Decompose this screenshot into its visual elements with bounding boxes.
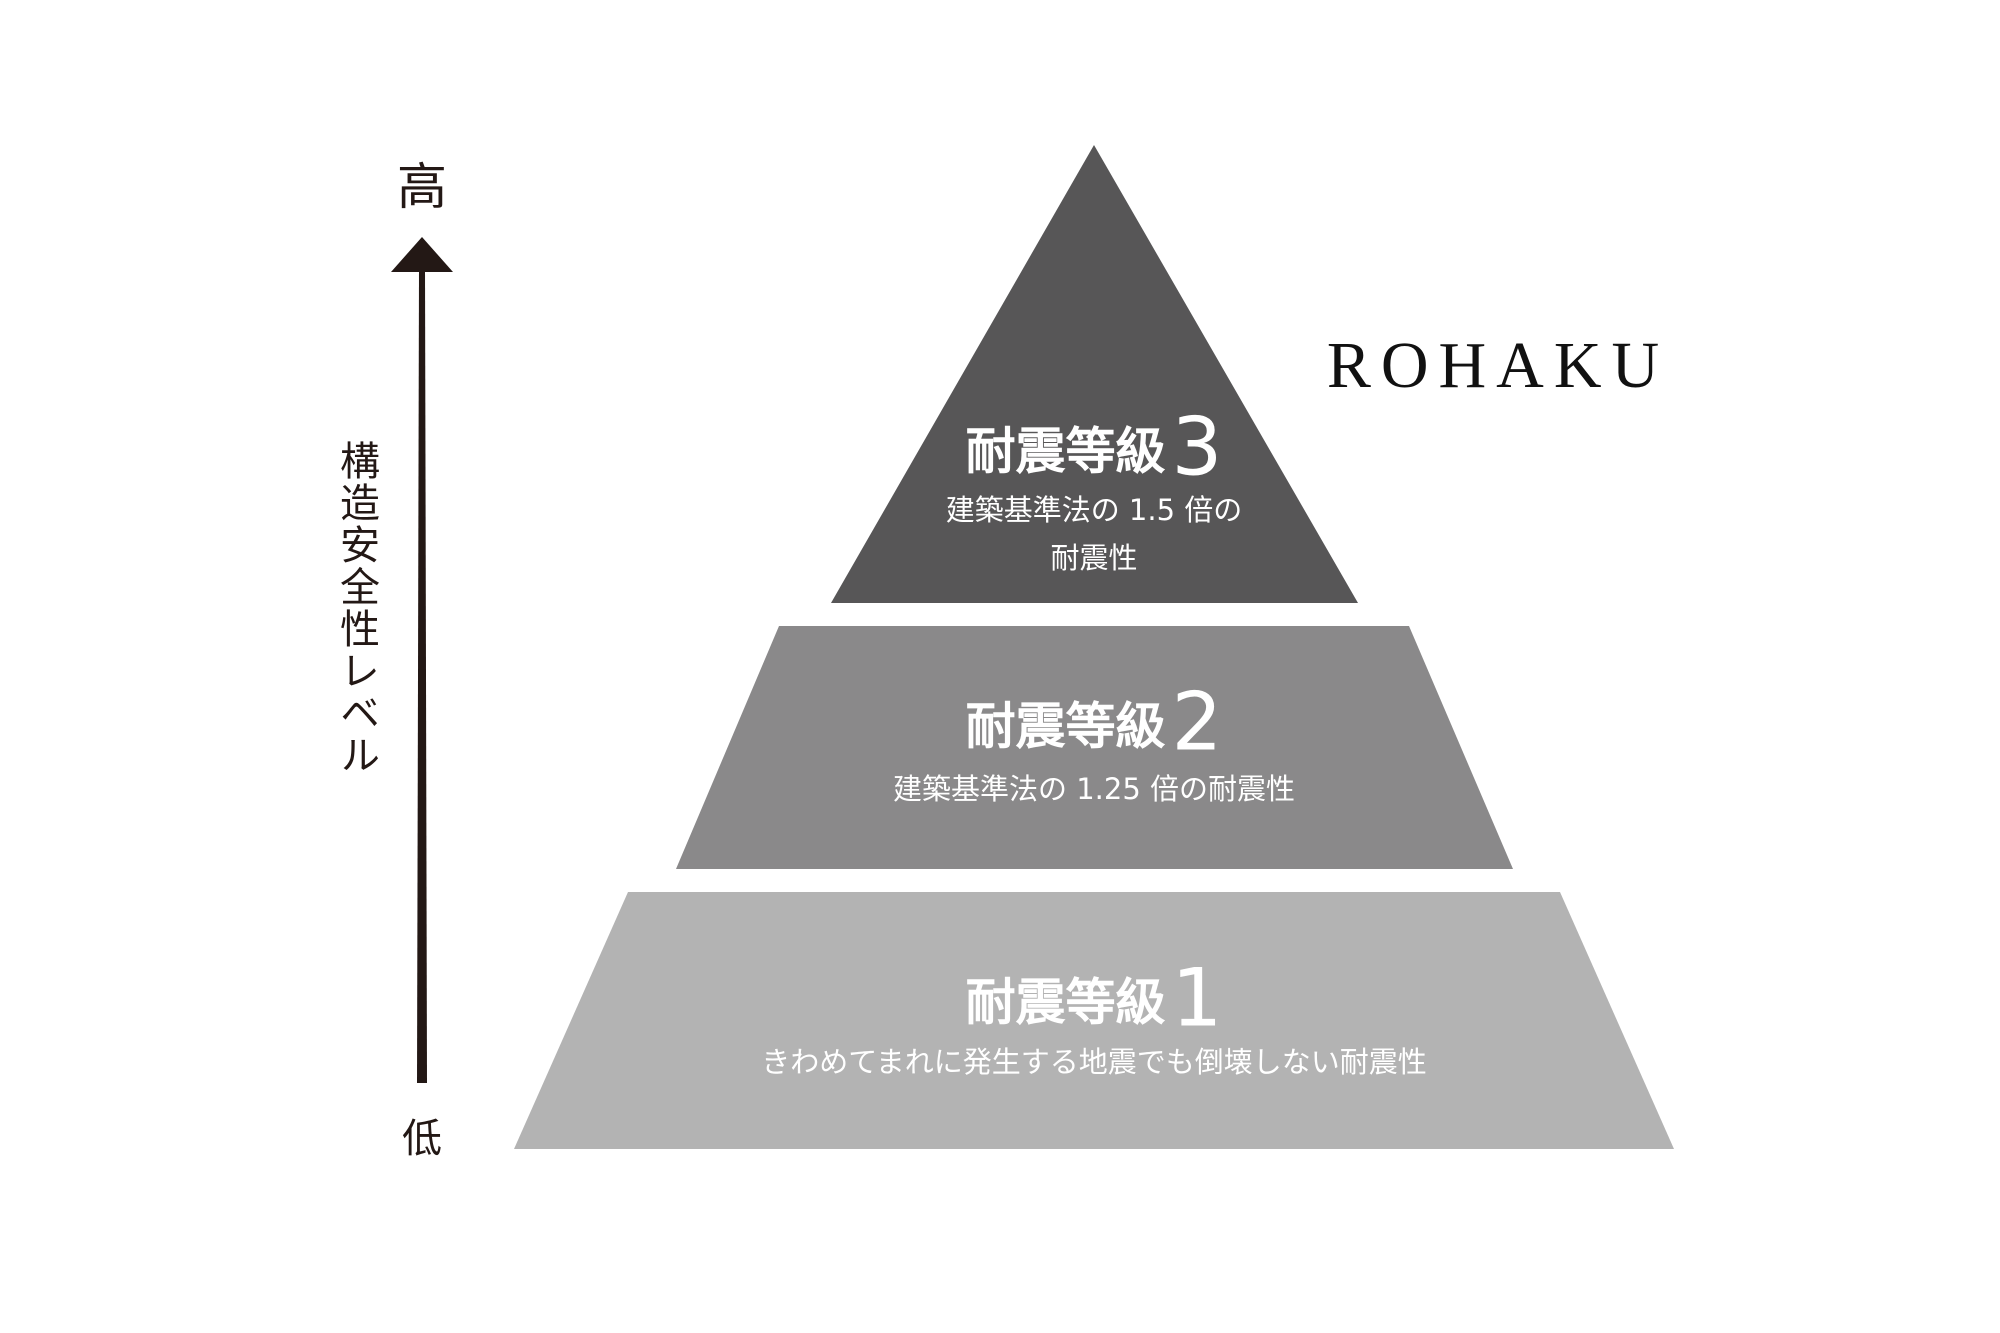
tier-1-shape	[514, 892, 1674, 1149]
tier-2-description: 建築基準法の 1.25 倍の耐震性	[893, 765, 1295, 813]
tier-3-shape	[831, 145, 1358, 603]
axis-title: 構造安全性レベル	[333, 440, 379, 776]
up-arrow-icon	[391, 237, 453, 1083]
tier-2-description-line: 建築基準法の 1.25 倍の耐震性	[892, 772, 1296, 806]
axis-high-label: 高	[397, 158, 447, 216]
tier-2-shape	[676, 626, 1513, 869]
tier-1-title: 耐震等級1	[966, 952, 1223, 1045]
tier-2-title: 耐震等級2	[966, 676, 1223, 769]
tier-3-grade: 3	[1171, 400, 1223, 494]
tier-1-description: きわめてまれに発生する地震でも倒壊しない耐震性	[761, 1038, 1427, 1086]
axis-low-label: 低	[402, 1116, 442, 1162]
tier-3-title-text: 耐震等級	[965, 422, 1166, 481]
tier-3-title: 耐震等級3	[966, 401, 1223, 494]
tier-1-title-text: 耐震等級	[965, 973, 1166, 1032]
tier-1-grade: 1	[1171, 951, 1223, 1045]
tier-3-description-line: 建築基準法の 1.5 倍の	[945, 493, 1243, 527]
tier-1-description-line: きわめてまれに発生する地震でも倒壊しない耐震性	[761, 1045, 1427, 1079]
tier-3-description-line: 耐震性	[1050, 541, 1138, 575]
tier-2-title-text: 耐震等級	[965, 697, 1166, 756]
tier-2-grade: 2	[1171, 675, 1223, 769]
rohaku-logo: ROHAKU	[1326, 329, 1670, 402]
tier-3-description: 建築基準法の 1.5 倍の 耐震性	[946, 486, 1243, 582]
